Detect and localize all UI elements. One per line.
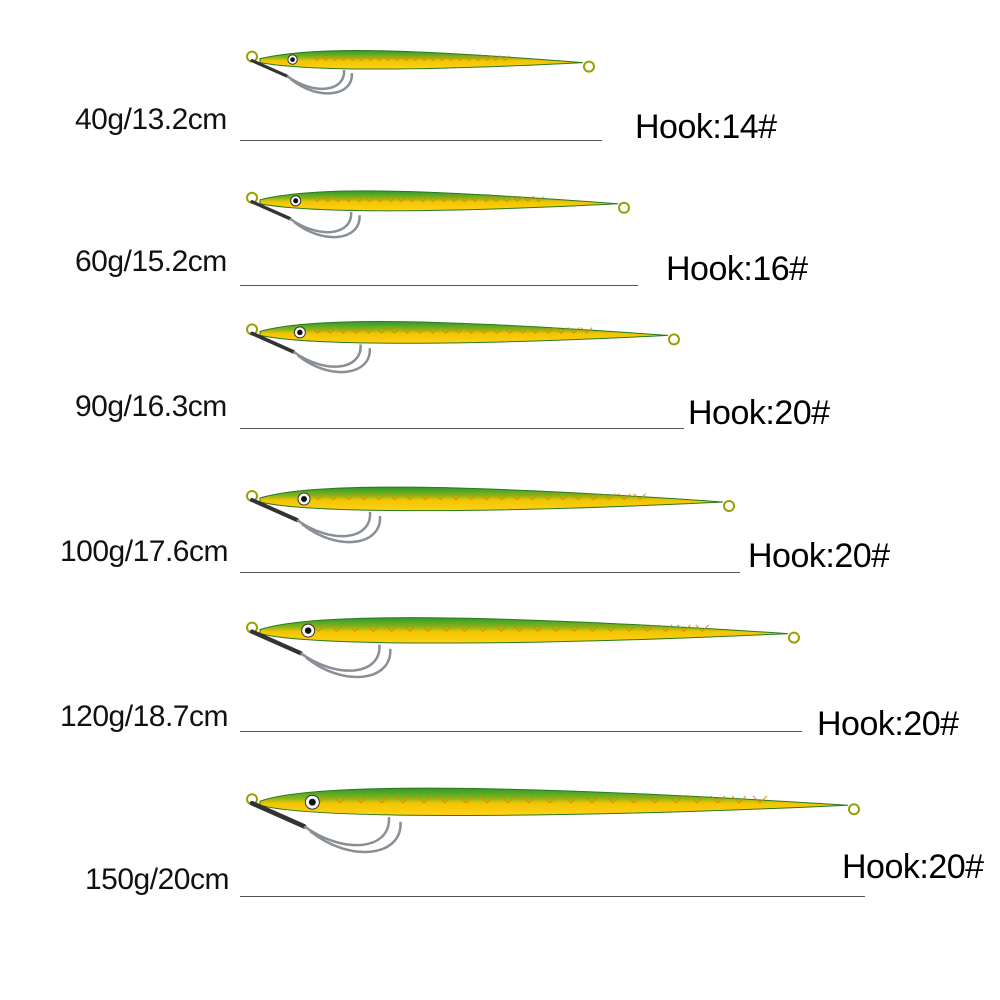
assist-hook-icon: [250, 59, 354, 95]
jig-lure-icon: [246, 787, 860, 854]
jig-lure-icon: [246, 190, 630, 239]
split-ring-icon: [617, 201, 630, 214]
hook-size-label: Hook:20#: [842, 848, 984, 886]
size-underline: [240, 285, 638, 286]
lure-size-label: 150g/20cm: [85, 863, 229, 896]
size-underline: [240, 572, 740, 573]
assist-hook-icon: [250, 200, 361, 239]
size-underline: [240, 140, 602, 141]
jig-lure-icon: [246, 617, 800, 679]
hook-size-label: Hook:20#: [748, 537, 890, 575]
lure-size-label: 90g/16.3cm: [75, 390, 227, 423]
split-ring-icon: [582, 60, 595, 73]
split-ring-icon: [667, 333, 680, 346]
size-underline: [240, 428, 684, 429]
split-ring-icon: [723, 500, 735, 512]
split-ring-icon: [847, 803, 860, 816]
size-underline: [240, 731, 802, 732]
jig-lure-icon: [246, 486, 735, 544]
hook-size-label: Hook:20#: [688, 394, 830, 432]
hook-size-label: Hook:14#: [635, 108, 777, 146]
assist-hook-icon: [249, 800, 402, 854]
hook-size-label: Hook:20#: [817, 705, 959, 743]
assist-hook-icon: [250, 331, 372, 374]
lure-size-label: 60g/15.2cm: [75, 245, 227, 278]
lure-size-label: 100g/17.6cm: [60, 535, 228, 568]
jig-lure-icon: [246, 50, 595, 95]
jig-lure-icon: [246, 321, 680, 374]
lure-size-label: 40g/13.2cm: [75, 103, 227, 136]
split-ring-icon: [787, 631, 800, 644]
assist-hook-icon: [250, 498, 382, 544]
lure-size-label: 120g/18.7cm: [60, 700, 228, 733]
hook-size-label: Hook:16#: [666, 250, 808, 288]
size-underline: [240, 896, 865, 897]
assist-hook-icon: [249, 629, 392, 679]
